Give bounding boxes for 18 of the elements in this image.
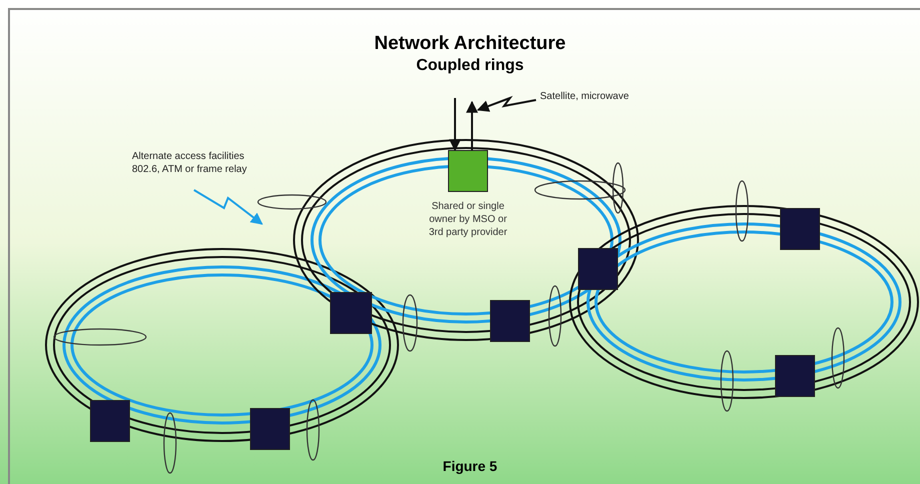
figure-caption: Figure 5 — [442, 457, 498, 476]
network-node-square — [90, 400, 130, 442]
note-text: Alternate access facilities 802.6, ATM or frame relay — [132, 150, 272, 184]
network-node-square — [448, 150, 488, 192]
node-caption: Shared or single owner by MSO or 3rd party provider — [428, 200, 508, 239]
arrow — [466, 100, 478, 150]
subtitle: Coupled rings — [415, 56, 525, 76]
arrow — [449, 98, 461, 152]
network-node-square — [775, 355, 815, 397]
network-node-square — [490, 300, 530, 342]
network-node-square — [330, 292, 372, 334]
lightning-arrow — [193, 189, 263, 225]
title: Network Architecture — [373, 32, 567, 56]
network-node-square — [578, 248, 618, 290]
lightning-arrow — [476, 96, 536, 112]
note-text: Satellite, microwave — [540, 90, 670, 106]
network-node-square — [250, 408, 290, 450]
network-node-square — [780, 208, 820, 250]
